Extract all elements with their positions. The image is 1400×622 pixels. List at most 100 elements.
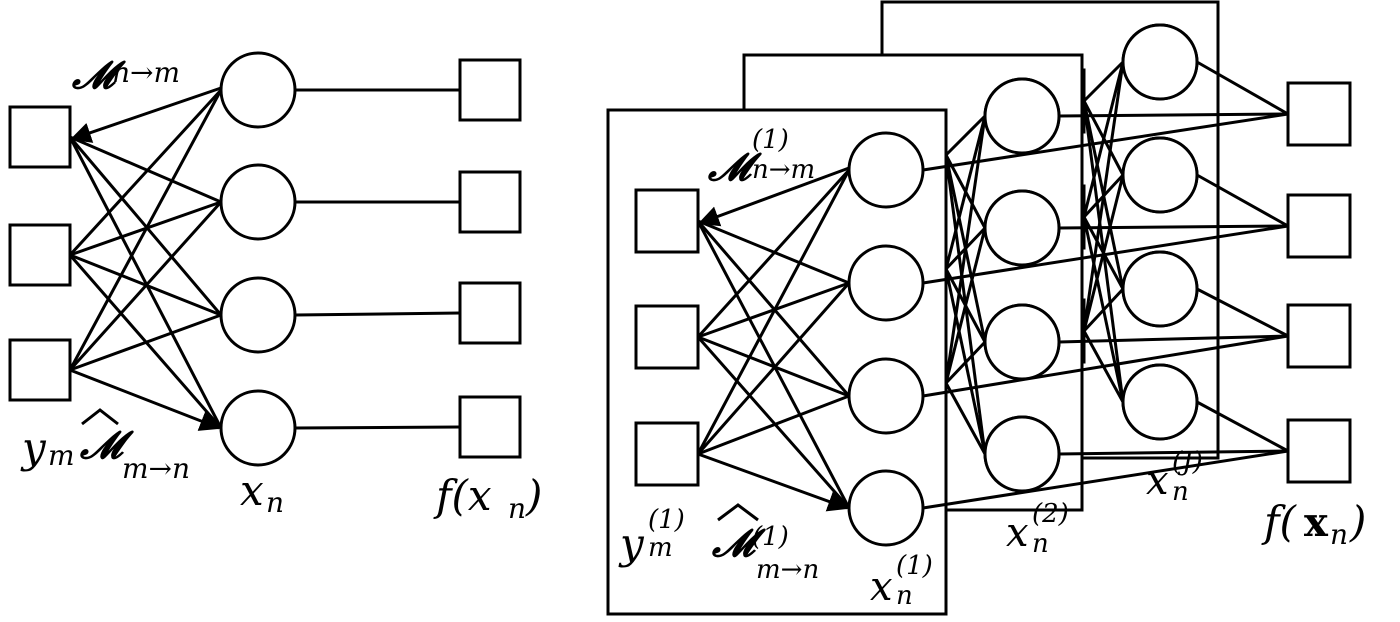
- plate-1-factor-node-2: [634, 421, 700, 487]
- edge-left-out-3: [294, 425, 461, 430]
- left-edges: [68, 86, 461, 431]
- left-label-x-main: x: [240, 466, 264, 515]
- left-label-y-main: y: [20, 423, 47, 472]
- edge-plate-1-out-1: [922, 224, 1289, 285]
- edge-plate-2-out-3: [1058, 449, 1289, 456]
- edge-plate-1-1-0: [696, 168, 851, 339]
- plate-j-variable-node-top-3: [1121, 363, 1199, 441]
- edge-plate-j-out-0: [1196, 60, 1289, 116]
- edge-plate-1-msg-bottom: [697, 452, 849, 512]
- right-hat-icon: [717, 503, 759, 522]
- edge-plate-1-2-0: [696, 169, 851, 455]
- edge-left-0-2: [68, 136, 223, 316]
- right-msg-bottom-sup: (1): [752, 522, 789, 552]
- left-hat-icon: [81, 408, 119, 426]
- edge-plate-1-0-3: [696, 220, 851, 509]
- plate-j-variable-node-top-0: [1121, 23, 1199, 101]
- plate-1-content: [634, 131, 925, 547]
- left-factor-node-0: [8, 105, 72, 169]
- left-variable-node-3: [219, 389, 297, 467]
- left-label-f: f(x: [433, 471, 492, 520]
- left-variable-node-2: [219, 276, 297, 354]
- right-label-x2-sup: (2): [1032, 499, 1069, 529]
- right-output-factor-1: [1286, 193, 1352, 259]
- edge-plate-1-2-1: [696, 282, 851, 455]
- edge-left-0-1: [69, 135, 222, 204]
- right-output-edges: [922, 23, 1352, 510]
- left-output-factor-0: [458, 58, 522, 122]
- right-label-x1-sub: n: [896, 581, 913, 611]
- edge-left-1-0: [68, 88, 223, 257]
- edge-plate-1-out-2: [922, 334, 1289, 398]
- right-label-x2-sub: n: [1032, 529, 1049, 559]
- left-output-factor-1: [458, 170, 522, 234]
- left-label-x-sub: n: [266, 486, 284, 519]
- plate-1-variable-node-1: [847, 244, 925, 322]
- edge-plate-1-2-2: [697, 394, 850, 456]
- edge-plate-j-2-2: [1082, 287, 1125, 333]
- right-msg-top-sub: n→m: [752, 155, 815, 185]
- right-label-xj-main: x: [1146, 458, 1169, 504]
- right-msg-top-sup: (1): [752, 125, 789, 155]
- left-variable-node-1: [219, 163, 297, 241]
- plate-1-variable-node-3: [847, 469, 925, 547]
- right-output-factor-2: [1286, 303, 1352, 369]
- plate-1-variable-node-0: [847, 131, 925, 209]
- right-label-x2-main: x: [1006, 510, 1029, 556]
- edge-left-msg-top: [70, 86, 222, 143]
- edge-plate-j-0-0: [1082, 60, 1125, 103]
- edge-left-out-2: [294, 311, 461, 317]
- right-label-y-main: y: [618, 519, 645, 568]
- edge-plate-2-2-2: [944, 340, 987, 385]
- edge-plate-j-1-0: [1082, 61, 1125, 218]
- left-nodes: [8, 51, 522, 467]
- plate-2-variable-node-top-3: [983, 415, 1061, 493]
- right-label-x1-main: x: [870, 564, 893, 610]
- left-output-factor-2: [458, 281, 522, 345]
- right-output-factor-3: [1286, 418, 1352, 484]
- right-label-f-open: f(: [1261, 497, 1298, 546]
- edge-plate-j-2-0: [1082, 61, 1125, 332]
- left-graph: 𝓜 n→m y m 𝓜 m→n x n f(x n ): [8, 51, 542, 525]
- edge-left-0-3: [68, 136, 223, 429]
- left-label-y-sub: m: [48, 439, 75, 472]
- edge-left-2-2: [69, 313, 222, 372]
- right-label-y-sub: m: [648, 533, 673, 563]
- plate-2-variable-node-top-2: [983, 303, 1061, 381]
- edge-plate-1-msg-top: [698, 166, 850, 227]
- edge-left-msg-bottom: [69, 368, 221, 431]
- edge-plate-j-out-1: [1196, 173, 1289, 228]
- right-label-f-bold: x: [1304, 499, 1329, 546]
- edge-plate-2-0-0: [944, 114, 987, 157]
- edge-plate-2-2-3: [944, 382, 987, 455]
- edge-plate-1-1-3: [696, 336, 851, 509]
- edge-plate-j-2-1: [1082, 174, 1125, 332]
- plate-1-variable-node-2: [847, 357, 925, 435]
- edge-left-2-0: [68, 89, 223, 371]
- right-label-f-close: ): [1349, 497, 1366, 546]
- left-msg-top-sub: n→m: [112, 56, 180, 89]
- edge-plate-1-out-0: [922, 112, 1289, 172]
- edge-plate-1-out-3: [922, 449, 1289, 510]
- edge-plate-2-out-1: [1058, 224, 1289, 230]
- left-output-factor-3: [458, 395, 522, 459]
- left-factor-node-1: [8, 223, 72, 287]
- plate-j-variable-node-top-1: [1121, 136, 1199, 214]
- right-label-y-sup: (1): [648, 505, 685, 535]
- left-label-f-sub: n: [508, 492, 526, 525]
- right-label-x1-sup: (1): [896, 551, 933, 581]
- edge-plate-2-2-1: [944, 227, 987, 384]
- edge-plate-j-out-3: [1196, 400, 1289, 453]
- edge-plate-2-1-0: [944, 115, 987, 270]
- plate-1-factor-node-0: [634, 188, 700, 254]
- edge-plate-2-out-2: [1058, 334, 1289, 344]
- left-label-f-close: ): [525, 471, 542, 520]
- plate-2-variable-node-top-1: [983, 189, 1061, 267]
- left-msg-bottom-sub: m→n: [122, 452, 190, 485]
- right-label-xj-sub: n: [1172, 477, 1189, 507]
- edge-plate-j-out-2: [1196, 287, 1289, 338]
- left-factor-node-2: [8, 338, 72, 402]
- right-output-factor-0: [1286, 81, 1352, 147]
- right-label-xj-sup: (J): [1172, 447, 1203, 477]
